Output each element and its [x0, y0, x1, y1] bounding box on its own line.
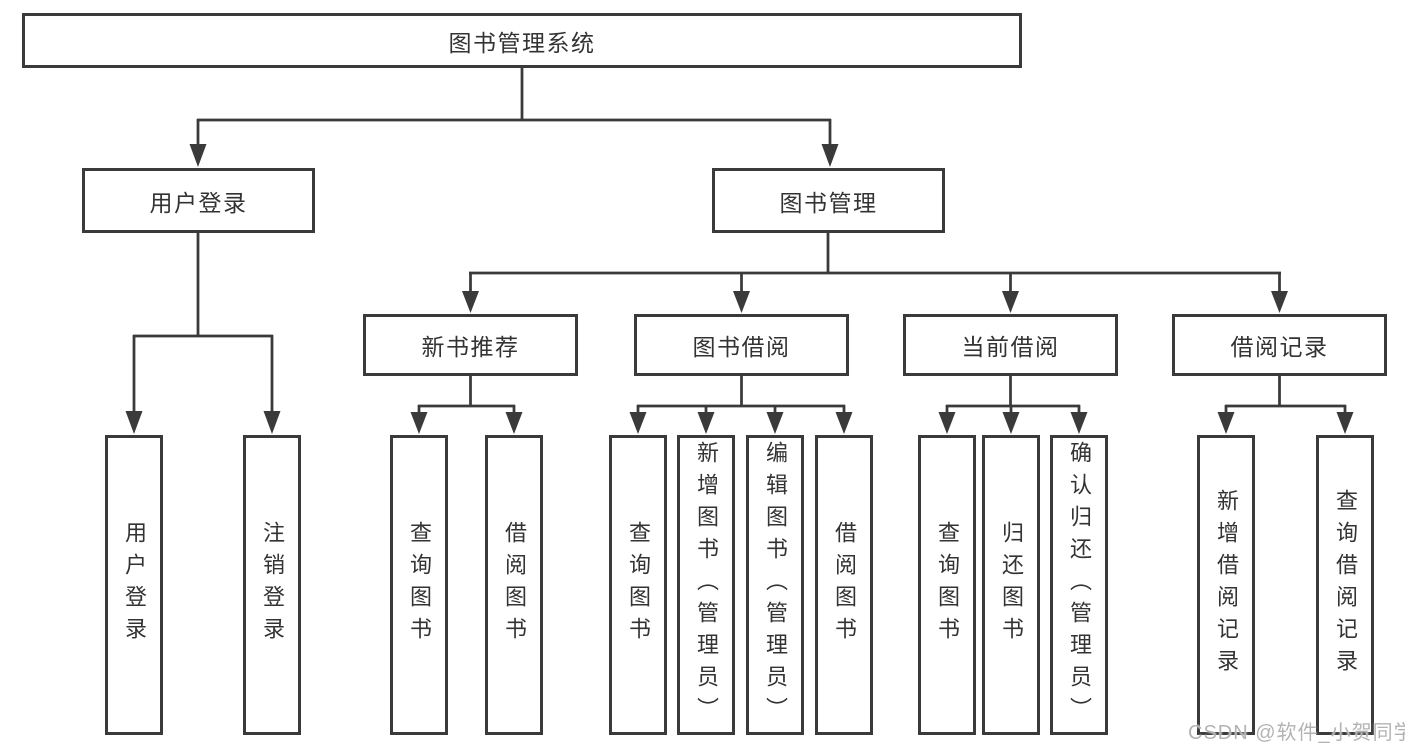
node-book-borrow: 图书借阅 — [634, 314, 849, 376]
leaf-borrow-query-books-label: 查询图书 — [626, 521, 651, 649]
leaf-current-return-books-label: 归还图书 — [999, 521, 1024, 649]
leaf-records-add-record: 新增借阅记录 — [1197, 435, 1255, 735]
leaf-newbook-borrow-books-label: 借阅图书 — [502, 521, 527, 649]
leaf-user-login: 用户登录 — [105, 435, 163, 735]
node-new-book-recommend: 新书推荐 — [363, 314, 578, 376]
leaf-user-login-label: 用户登录 — [122, 521, 147, 649]
node-borrow-records: 借阅记录 — [1172, 314, 1387, 376]
leaf-logout-label: 注销登录 — [260, 521, 285, 649]
node-book-borrow-label: 图书借阅 — [692, 334, 791, 360]
leaf-borrow-add-books-admin-label: 新增图书（管理员） — [694, 441, 719, 729]
leaf-borrow-edit-books-admin-label: 编辑图书（管理员） — [763, 441, 788, 729]
leaf-current-confirm-return-admin-label: 确认归还（管理员） — [1067, 441, 1092, 729]
leaf-records-query-record-label: 查询借阅记录 — [1333, 489, 1358, 681]
leaf-borrow-borrow-books: 借阅图书 — [815, 435, 873, 735]
node-book-management: 图书管理 — [712, 168, 945, 233]
leaf-newbook-borrow-books: 借阅图书 — [485, 435, 543, 735]
node-current-borrow: 当前借阅 — [903, 314, 1118, 376]
node-book-management-label: 图书管理 — [779, 189, 878, 216]
root-node-label: 图书管理系统 — [448, 29, 596, 56]
leaf-records-query-record: 查询借阅记录 — [1316, 435, 1374, 735]
node-user-login: 用户登录 — [82, 168, 315, 233]
leaf-borrow-edit-books-admin: 编辑图书（管理员） — [746, 435, 804, 735]
node-new-book-recommend-label: 新书推荐 — [421, 334, 520, 360]
leaf-borrow-add-books-admin: 新增图书（管理员） — [677, 435, 735, 735]
root-node: 图书管理系统 — [22, 13, 1022, 68]
leaf-borrow-borrow-books-label: 借阅图书 — [832, 521, 857, 649]
leaf-newbook-query-books: 查询图书 — [390, 435, 448, 735]
node-borrow-records-label: 借阅记录 — [1230, 334, 1329, 360]
leaf-records-add-record-label: 新增借阅记录 — [1214, 489, 1239, 681]
leaf-logout: 注销登录 — [243, 435, 301, 735]
watermark: CSDN @软件_小贺同学 — [1188, 722, 1405, 744]
leaf-borrow-query-books: 查询图书 — [609, 435, 667, 735]
leaf-current-query-books: 查询图书 — [918, 435, 976, 735]
leaf-current-return-books: 归还图书 — [982, 435, 1040, 735]
leaf-current-confirm-return-admin: 确认归还（管理员） — [1050, 435, 1108, 735]
leaf-newbook-query-books-label: 查询图书 — [407, 521, 432, 649]
node-user-login-label: 用户登录 — [149, 189, 248, 216]
leaf-current-query-books-label: 查询图书 — [935, 521, 960, 649]
node-current-borrow-label: 当前借阅 — [961, 334, 1060, 360]
